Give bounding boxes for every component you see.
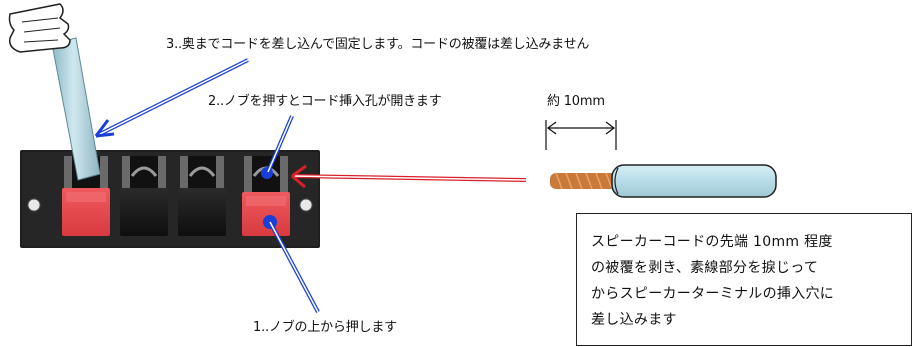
note-line: からスピーカーターミナルの挿入穴に [591,286,835,302]
speaker-wire [550,164,777,198]
step2-label: 2..ノブを押すとコード挿入孔が開きます [208,94,442,109]
terminal-slot-2 [120,156,168,236]
dimension-label: 約 10mm [547,94,605,109]
copper-strands [550,173,618,189]
dimension-indicator [545,120,617,150]
red-insert-arrow [291,164,527,189]
note-line: 差し込みます [591,312,677,328]
terminal-slot-3 [178,156,226,236]
blue-arrow-step1 [268,221,320,313]
terminal-slot-1 [62,156,110,236]
black-knob-left [120,188,168,236]
step3-label: 3..奥までコードを差し込んで固定します。コードの被覆は差し込みません [166,37,590,52]
wire-jacket [611,164,777,198]
step1-label: 1..ノブの上から押します [253,320,397,335]
instruction-note-box: スピーカーコードの先端 10mm 程度 の被覆を剥き、素線部分を捩じって からス… [576,213,912,346]
note-line: の被覆を剥き、素線部分を捩じって [591,260,819,276]
speaker-terminal-block [20,150,320,248]
black-knob-right [178,188,226,236]
instruction-note-text: スピーカーコードの先端 10mm 程度 の被覆を剥き、素線部分を捩じって からス… [591,229,903,333]
hand-icon [8,3,71,53]
blue-arrow-step3 [94,58,249,138]
blue-arrow-step2 [266,115,294,173]
note-line: スピーカーコードの先端 10mm 程度 [591,234,833,250]
